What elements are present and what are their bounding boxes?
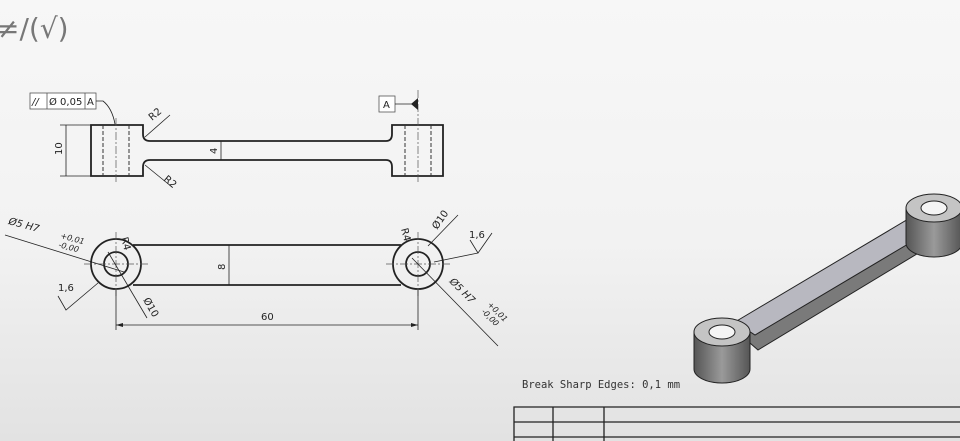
radius-right-label: R4 [398, 227, 412, 243]
hole-right-label: Ø5 H7 [446, 275, 478, 307]
height-dimension: 10 [54, 142, 65, 155]
surface-finish-symbol: ≠/(√) [0, 12, 69, 45]
break-edges-note: Break Sharp Edges: 0,1 mm [522, 379, 680, 391]
datum-feature-a: A [378, 95, 418, 113]
svg-text:A: A [87, 97, 94, 108]
isometric-part-view [693, 193, 960, 384]
fillet-top-label: R2 [147, 106, 164, 123]
length-dimension: 60 [261, 312, 274, 323]
svg-text:A: A [383, 100, 390, 111]
roughness-right: 1,6 [469, 230, 485, 241]
top-view: 10 4 R2 R2 // Ø 0,05 A A [29, 90, 444, 191]
geometric-tolerance-frame: // Ø 0,05 A [29, 92, 116, 125]
boss-right-label: Ø10 [430, 208, 452, 232]
svg-text:Ø 0,05: Ø 0,05 [49, 96, 82, 108]
title-block [513, 406, 960, 441]
front-view: 8 60 Ø5 H7 +0,01 -0,00 R4 Ø10 1,6 R4 Ø10… [4, 208, 509, 347]
width-dimension: 8 [217, 264, 228, 270]
roughness-left: 1,6 [58, 283, 74, 294]
web-dimension: 4 [209, 148, 220, 154]
fillet-bottom-label: R2 [161, 174, 178, 191]
hole-left-label: Ø5 H7 [6, 215, 41, 235]
boss-left-label: Ø10 [140, 296, 161, 320]
radius-left-label: R4 [118, 236, 132, 252]
svg-text://: // [31, 97, 40, 108]
